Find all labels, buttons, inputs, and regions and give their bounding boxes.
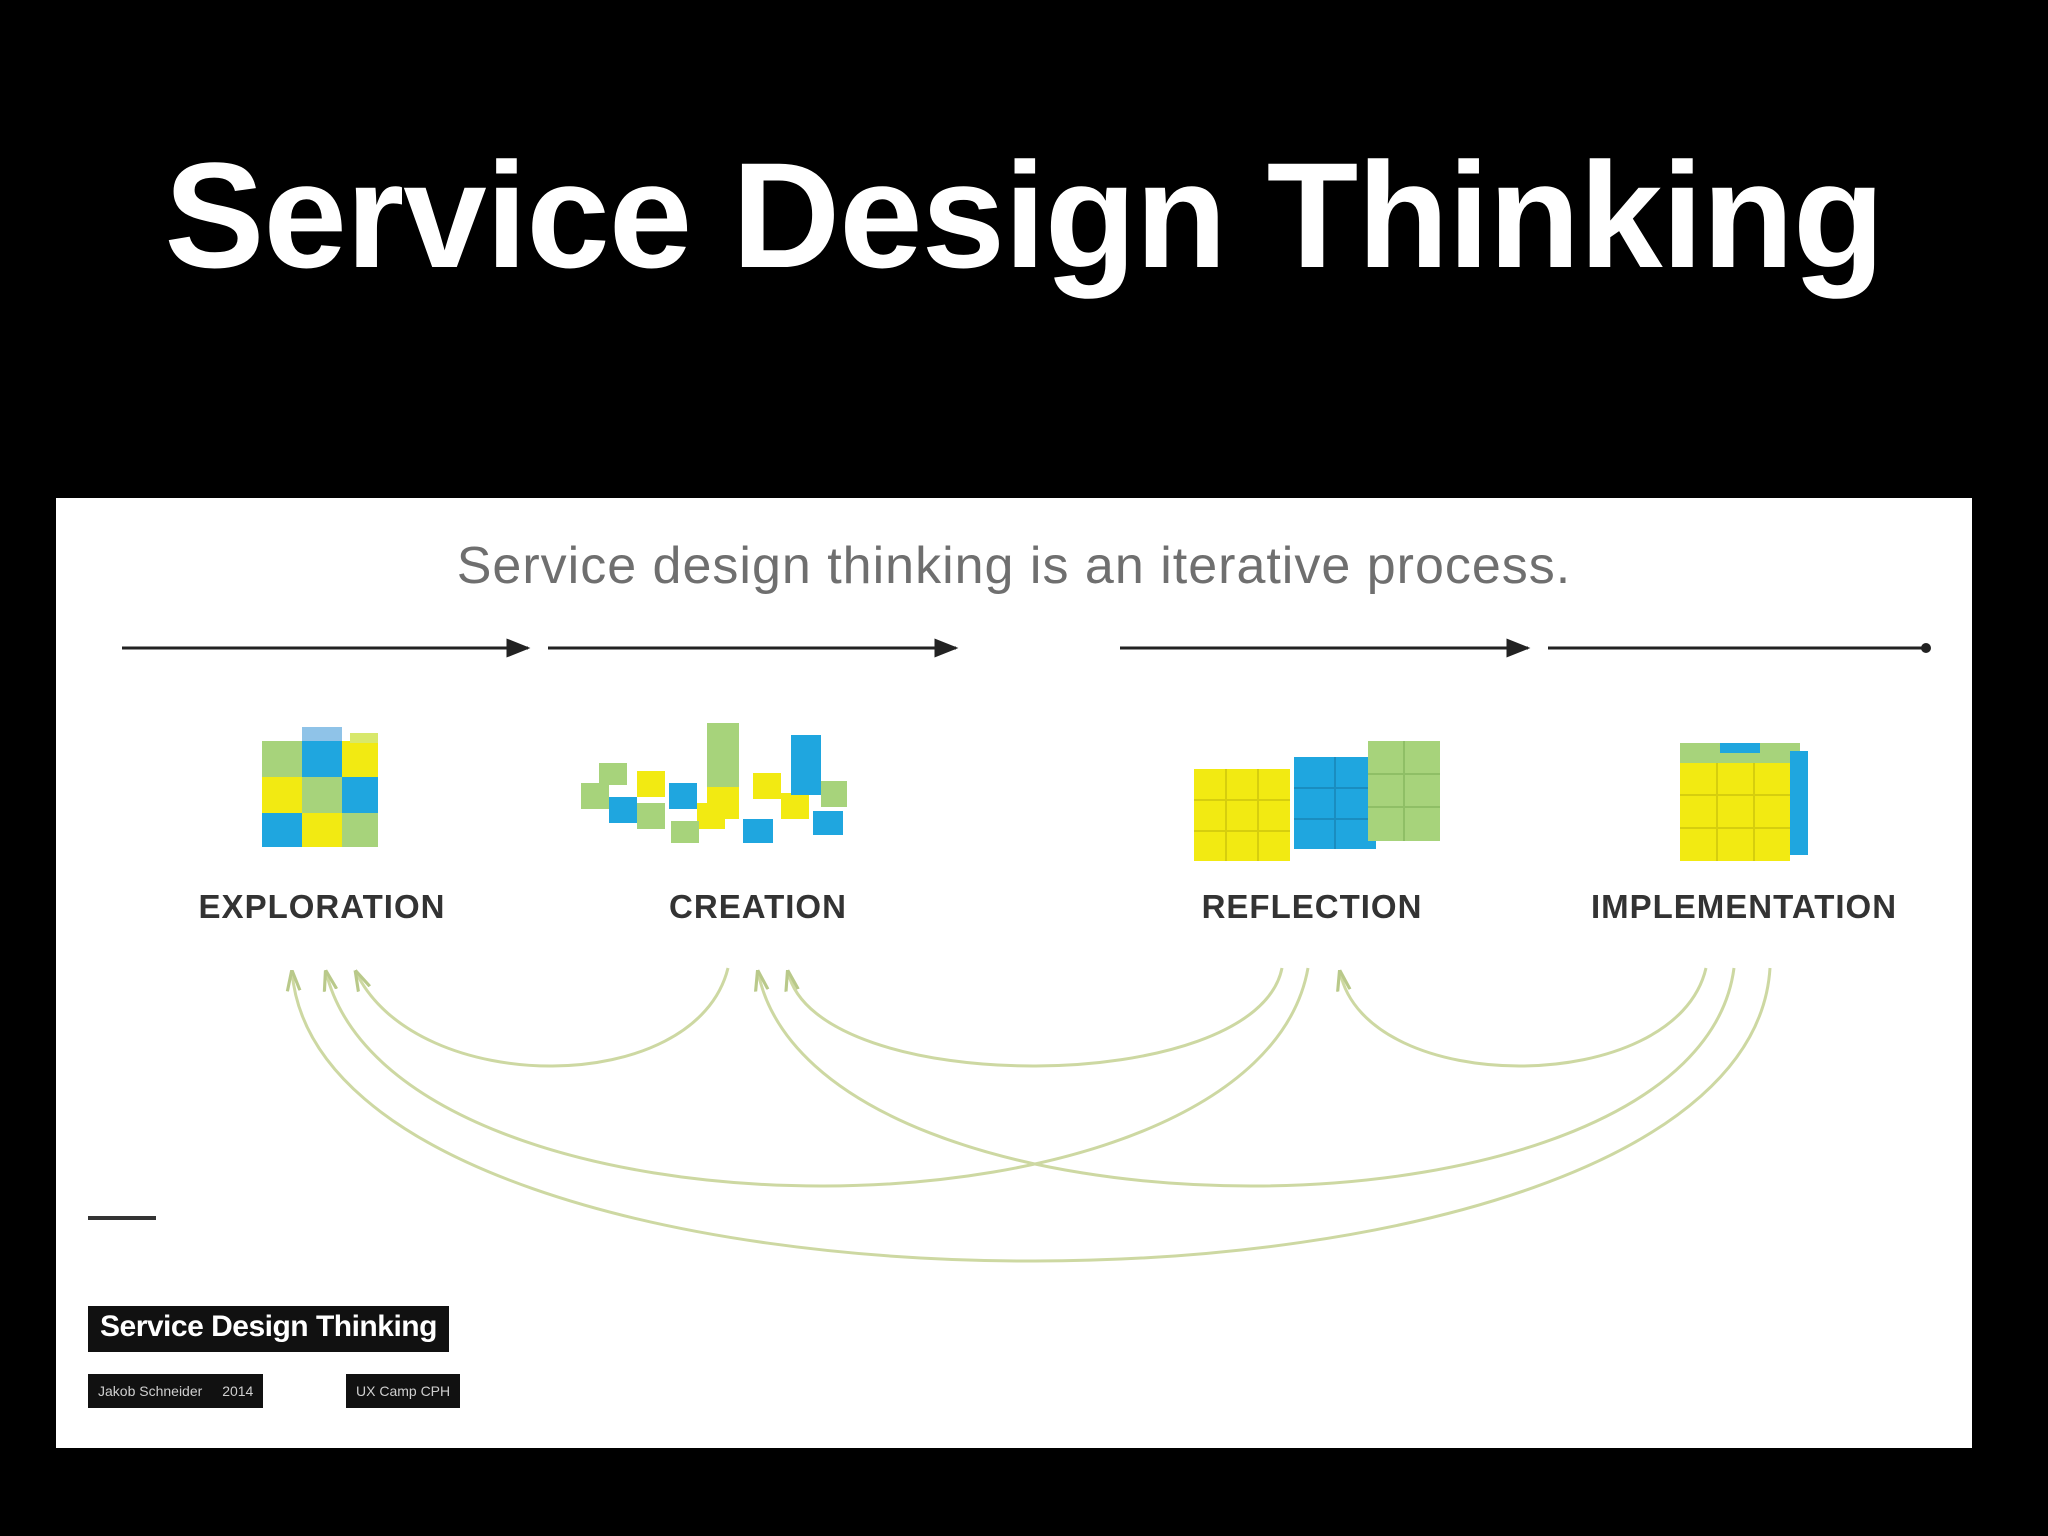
phase-label-reflection: REFLECTION xyxy=(1201,888,1423,925)
phase-label-exploration: EXPLORATION xyxy=(198,888,446,925)
footer-author-tag: Jakob Schneider 2014 xyxy=(88,1374,264,1408)
implementation-cube-icon xyxy=(1680,743,1808,861)
footer-author: Jakob Schneider xyxy=(98,1383,203,1399)
phase-label-creation: CREATION xyxy=(669,888,847,925)
arc-implementation-to-exploration xyxy=(292,967,1772,1263)
footer-event-tag: UX Camp CPH xyxy=(346,1374,461,1408)
arc-implementation-to-creation xyxy=(758,967,1736,1188)
arc-reflection-to-creation xyxy=(788,968,1284,1068)
diagram-heading: Service design thinking is an iterative … xyxy=(456,537,1572,595)
footer-year: 2014 xyxy=(222,1383,254,1399)
footer-title: Service Design Thinking xyxy=(88,1306,449,1352)
timeline-end-dot xyxy=(1921,643,1931,653)
arc-creation-to-exploration xyxy=(356,968,730,1068)
slide-title: Service Design Thinking xyxy=(164,131,1884,299)
creation-scattered-cubes-icon xyxy=(581,723,847,843)
diagram-panel: Service design thinking is an iterative … xyxy=(56,498,1972,1448)
arc-reflection-to-exploration xyxy=(326,968,1310,1188)
phase-label-implementation: IMPLEMENTATION xyxy=(1590,888,1898,925)
process-diagram xyxy=(122,638,1931,1263)
footer-divider xyxy=(88,1216,156,1220)
reflection-blocks-icon xyxy=(1194,741,1440,861)
exploration-cube-icon xyxy=(262,727,378,847)
arc-implementation-to-reflection xyxy=(1340,967,1708,1068)
